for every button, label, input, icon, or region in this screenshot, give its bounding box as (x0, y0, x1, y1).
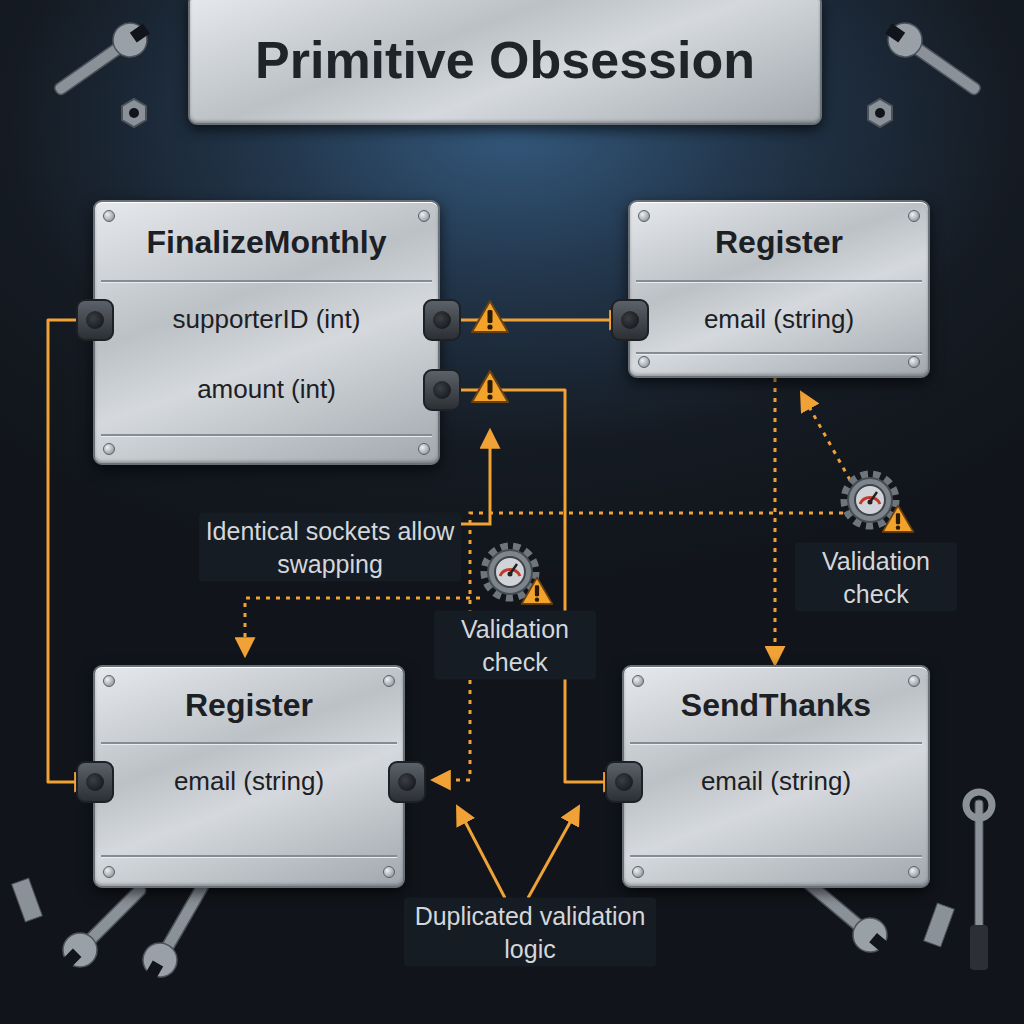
screw (383, 866, 395, 878)
annotation-label: Duplicated validation logic (404, 898, 656, 967)
screw (638, 356, 650, 368)
annotation-label: Identical sockets allow swapping (199, 513, 461, 582)
parameter-text: email (string) (701, 766, 851, 797)
screw (908, 866, 920, 878)
title-plate: Primitive Obsession (188, 0, 822, 125)
screw (638, 210, 650, 222)
data-wire (440, 390, 622, 782)
socket (605, 761, 643, 803)
socket (423, 299, 461, 341)
class-name: SendThanks (681, 686, 871, 724)
parameter-text: amount (int) (197, 374, 336, 405)
footer-divider (101, 855, 397, 858)
screw (103, 675, 115, 687)
class-plate: FinalizeMonthly supporterID (int) amount (… (93, 200, 440, 465)
class-name: FinalizeMonthly (147, 223, 387, 261)
screw (418, 210, 430, 222)
footer-divider (101, 434, 432, 437)
screw (908, 210, 920, 222)
parameter-text: email (string) (704, 304, 854, 335)
class-name: Register (715, 223, 843, 261)
header-divider (101, 280, 432, 283)
class-plate: SendThanks email (string) (622, 665, 930, 888)
socket (611, 299, 649, 341)
class-plate: Register email (string) (628, 200, 930, 378)
screw (908, 675, 920, 687)
socket (76, 761, 114, 803)
annotation-label: Validation check (795, 543, 957, 612)
screw (632, 675, 644, 687)
header-divider (636, 280, 922, 283)
header-divider (101, 742, 397, 745)
socket (423, 369, 461, 411)
data-wire (48, 320, 93, 782)
parameter-text: email (string) (174, 766, 324, 797)
footer-divider (630, 855, 922, 858)
screw (418, 443, 430, 455)
screw (383, 675, 395, 687)
annotation-label: Validation check (434, 611, 596, 680)
class-name: Register (185, 686, 313, 724)
footer-divider (636, 352, 922, 355)
header-divider (630, 742, 922, 745)
validation-path (774, 378, 777, 665)
screw (103, 210, 115, 222)
screw (103, 443, 115, 455)
socket (388, 761, 426, 803)
socket (76, 299, 114, 341)
title-text: Primitive Obsession (255, 30, 755, 90)
data-wire (440, 319, 628, 322)
screw (103, 866, 115, 878)
screw (632, 866, 644, 878)
class-plate: Register email (string) (93, 665, 405, 888)
screw (908, 356, 920, 368)
parameter-text: supporterID (int) (173, 304, 361, 335)
